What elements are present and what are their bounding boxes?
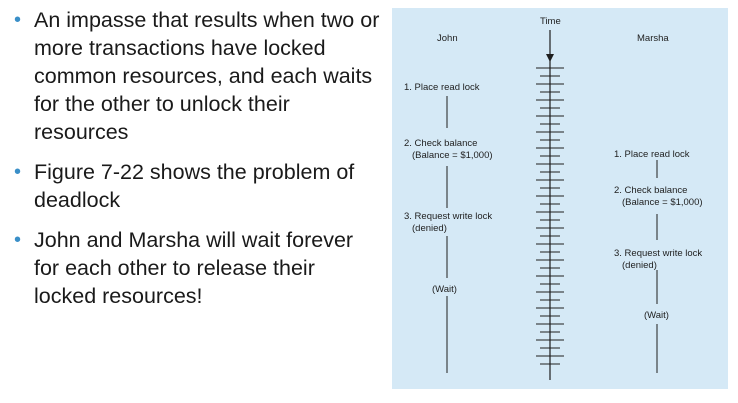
marsha-step-3: 3. Request write lock (614, 248, 703, 259)
bullet-dot-icon: • (14, 229, 22, 251)
bullet-dot-icon: • (14, 9, 22, 31)
marsha-step-3-detail: (denied) (622, 260, 657, 271)
john-header: John (437, 33, 458, 44)
marsha-step-2-detail: (Balance = $1,000) (622, 197, 703, 208)
john-step-2-detail: (Balance = $1,000) (412, 150, 493, 161)
john-step-2: 2. Check balance (404, 138, 478, 149)
bullet-item-definition: • An impasse that results when two or mo… (12, 6, 382, 146)
time-ticks (536, 67, 564, 365)
time-label: Time (540, 16, 561, 27)
bullet-item-figure-ref: • Figure 7-22 shows the problem of deadl… (12, 158, 382, 214)
john-wait: (Wait) (432, 284, 457, 295)
marsha-step-1: 1. Place read lock (614, 149, 690, 160)
bullet-list: • An impasse that results when two or mo… (12, 6, 382, 322)
bullet-text: John and Marsha will wait forever for ea… (34, 228, 354, 308)
time-arrow-icon (546, 54, 554, 62)
marsha-step-2: 2. Check balance (614, 185, 688, 196)
bullet-dot-icon: • (14, 161, 22, 183)
timeline-graphic (446, 30, 658, 380)
john-step-3-detail: (denied) (412, 223, 447, 234)
bullet-text: An impasse that results when two or more… (34, 8, 380, 144)
deadlock-figure: Time John Marsha 1. Place read lock 2. C… (392, 8, 728, 389)
john-step-3: 3. Request write lock (404, 211, 493, 222)
john-step-1: 1. Place read lock (404, 82, 480, 93)
marsha-wait: (Wait) (644, 310, 669, 321)
marsha-header: Marsha (637, 33, 669, 44)
bullet-text: Figure 7-22 shows the problem of deadloc… (34, 160, 355, 212)
bullet-item-wait-forever: • John and Marsha will wait forever for … (12, 226, 382, 310)
